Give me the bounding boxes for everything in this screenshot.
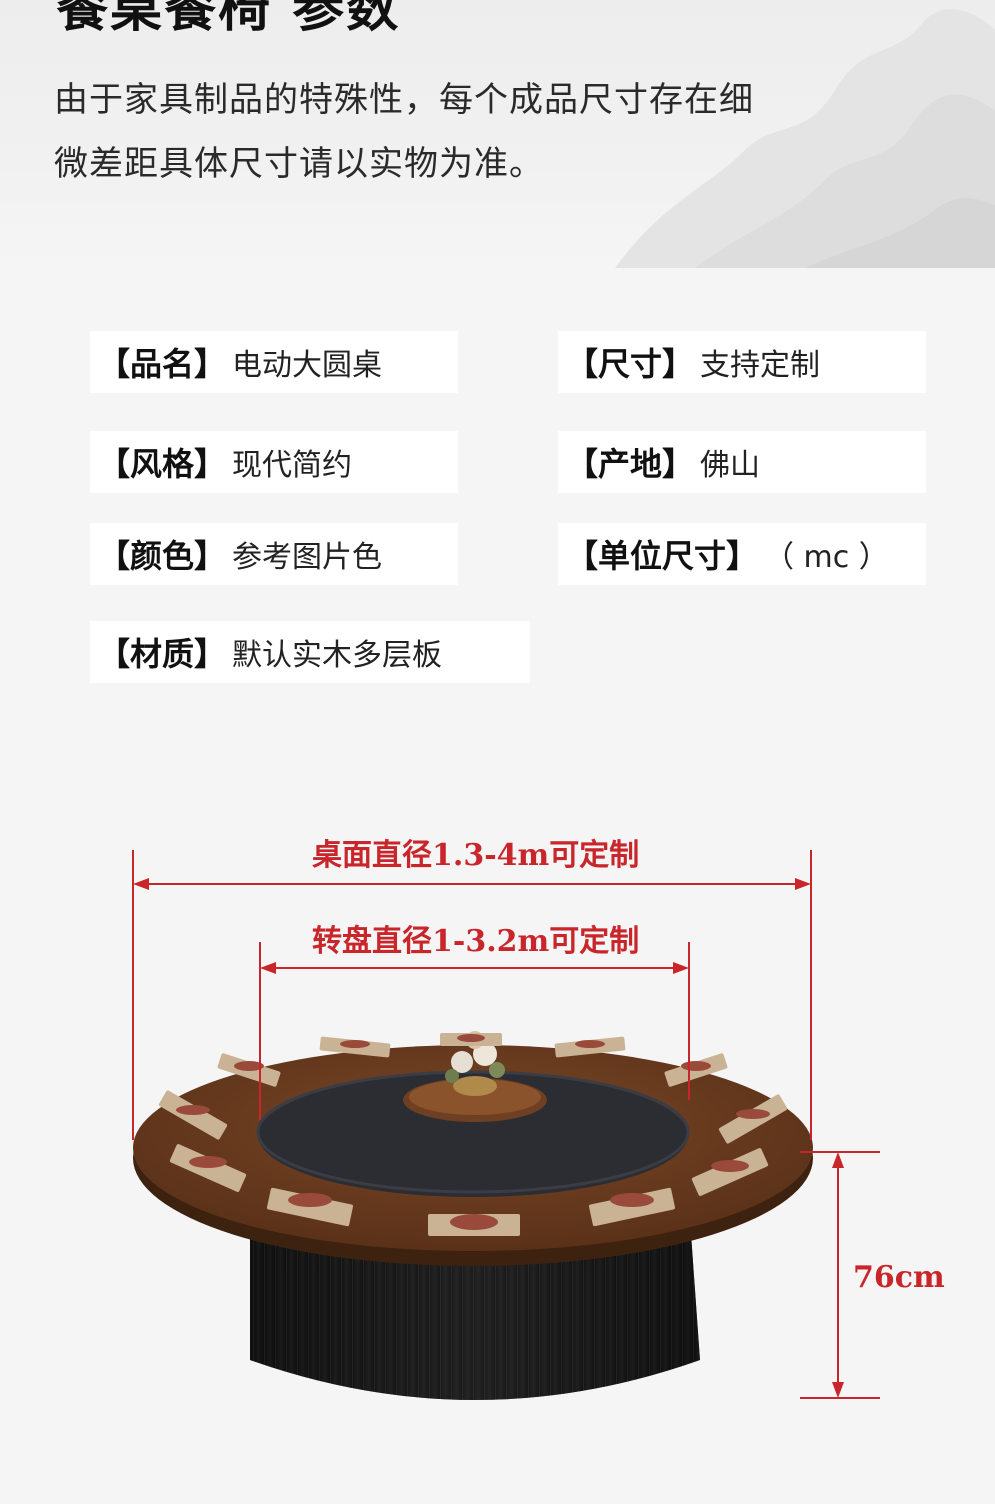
spec-item-size: 【尺寸】 支持定制 xyxy=(558,331,926,393)
tabletop-diameter-label: 桌面直径1.3-4m可定制 xyxy=(312,838,640,873)
spec-key: 【风格】 xyxy=(98,445,227,483)
notice-line-2: 微差距具体尺寸请以实物为准。 xyxy=(54,144,544,184)
spec-value: 默认实木多层板 xyxy=(232,638,443,673)
turntable-diameter-label: 转盘直径1-3.2m可定制 xyxy=(312,924,640,959)
dimension-lines xyxy=(132,850,880,1399)
ink-mountain-illustration xyxy=(615,9,995,268)
spec-item-name: 【品名】 电动大圆桌 xyxy=(90,331,458,393)
page-title: 餐桌餐椅 参数 xyxy=(56,0,401,39)
spec-key: 【产地】 xyxy=(566,445,695,483)
turntable xyxy=(258,1073,688,1197)
plates xyxy=(176,1034,770,1230)
spec-item-origin: 【产地】 佛山 xyxy=(558,431,926,493)
notice-line-1: 由于家具制品的特殊性，每个成品尺寸存在细 xyxy=(54,80,754,120)
spec-value: 电动大圆桌 xyxy=(232,348,383,383)
spec-value: 现代简约 xyxy=(232,448,353,483)
spec-value: 支持定制 xyxy=(700,348,821,383)
height-label: 76cm xyxy=(853,1260,945,1295)
spec-key: 【颜色】 xyxy=(98,537,227,575)
header-section: 餐桌餐椅 参数 由于家具制品的特殊性，每个成品尺寸存在细 微差距具体尺寸请以实物… xyxy=(0,0,995,268)
size-notice: 由于家具制品的特殊性，每个成品尺寸存在细 微差距具体尺寸请以实物为准。 xyxy=(54,68,874,196)
spec-item-unit: 【单位尺寸】 （ mc ） xyxy=(558,523,926,585)
spec-key: 【品名】 xyxy=(98,345,227,383)
spec-value: 佛山 xyxy=(700,448,761,483)
spec-item-style: 【风格】 现代简约 xyxy=(90,431,458,493)
spec-value: 参考图片色 xyxy=(232,540,383,575)
spec-key: 【尺寸】 xyxy=(566,345,695,383)
spec-item-material: 【材质】 默认实木多层板 xyxy=(90,621,530,683)
spec-key: 【单位尺寸】 xyxy=(566,537,759,575)
spec-item-color: 【颜色】 参考图片色 xyxy=(90,523,458,585)
table-dimension-figure: 桌面直径1.3-4m可定制 转盘直径1-3.2m可定制 76cm xyxy=(0,800,995,1500)
spec-key: 【材质】 xyxy=(98,635,227,673)
table-illustration xyxy=(132,850,880,1400)
spec-value: （ mc ） xyxy=(764,540,889,575)
